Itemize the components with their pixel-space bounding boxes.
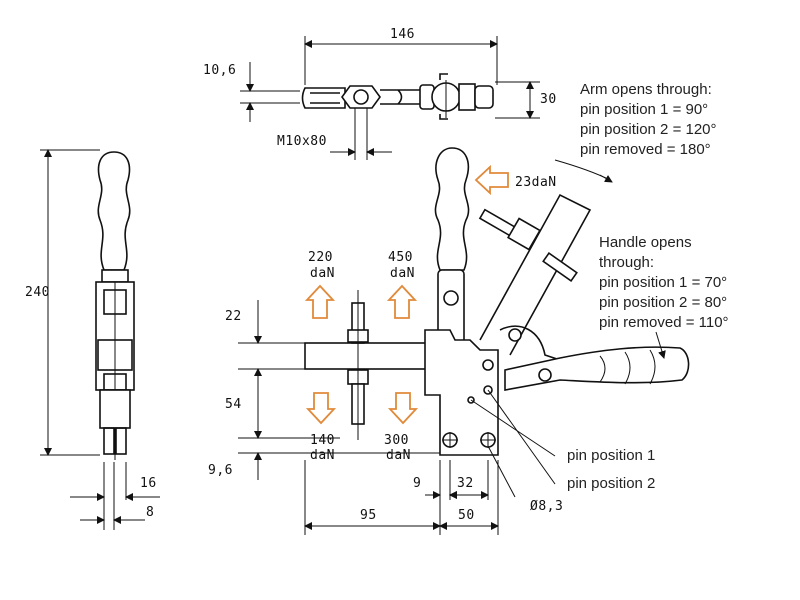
handle-note-removed: pin removed = 110° (599, 314, 729, 331)
front-view (304, 147, 690, 456)
arm-note-pin2: pin position 2 = 120° (580, 121, 717, 138)
handle-note-pin1: pin position 1 = 70° (599, 274, 727, 291)
force-300-value: 300 (384, 433, 409, 448)
arm-note-title: Arm opens through: (580, 81, 712, 98)
force-450-value: 450 (388, 250, 413, 265)
force-handle: 23daN (515, 175, 557, 190)
force-220-value: 220 (308, 250, 333, 265)
dim-side-8: 8 (146, 505, 154, 520)
arrow-up-220 (304, 284, 336, 319)
callout-pin2: pin position 2 (567, 475, 655, 492)
dim-thread: M10x80 (277, 134, 327, 149)
dim-32: 32 (457, 476, 474, 491)
arm-opening-note: Arm opens through: pin position 1 = 90° … (554, 81, 717, 183)
dim-overall-height: 240 (25, 285, 50, 300)
side-view: 240 16 8 (25, 149, 160, 530)
dim-95: 95 (360, 508, 377, 523)
pin-callouts: pin position 1 pin position 2 (470, 389, 655, 492)
dim-top-height: 30 (540, 92, 557, 107)
force-220-unit: daN (310, 266, 335, 281)
dim-22: 22 (225, 309, 242, 324)
handle-opening-note: Handle opens through: pin position 1 = 7… (599, 234, 729, 359)
arrow-down-300 (387, 392, 419, 425)
handle-note-pin2: pin position 2 = 80° (599, 294, 727, 311)
top-view: 146 10,6 30 M10x80 (203, 27, 557, 160)
handle-note-title2: through: (599, 254, 654, 271)
arm-note-removed: pin removed = 180° (580, 141, 711, 158)
arrow-up-450 (386, 284, 418, 319)
force-140-value: 140 (310, 433, 335, 448)
force-140-unit: daN (310, 448, 335, 463)
dim-hole: Ø8,3 (530, 499, 563, 514)
dim-54: 54 (225, 397, 242, 412)
front-dimensions: 22 54 9,6 9 32 95 50 Ø8,3 (208, 300, 563, 535)
dim-9-6: 9,6 (208, 463, 233, 478)
dim-50: 50 (458, 508, 475, 523)
callout-pin1: pin position 1 (567, 447, 655, 464)
arrow-down-140 (305, 392, 337, 425)
arm-note-pin1: pin position 1 = 90° (580, 101, 708, 118)
dim-side-16: 16 (140, 476, 157, 491)
force-arrows: 220 daN 450 daN 140 daN 300 daN 23daN (304, 164, 557, 463)
force-300-unit: daN (386, 448, 411, 463)
dim-top-offset: 10,6 (203, 63, 236, 78)
dim-9: 9 (413, 476, 421, 491)
force-450-unit: daN (390, 266, 415, 281)
handle-note-title: Handle opens (599, 234, 692, 251)
arrow-left-23 (474, 164, 509, 196)
dim-top-width: 146 (390, 27, 415, 42)
